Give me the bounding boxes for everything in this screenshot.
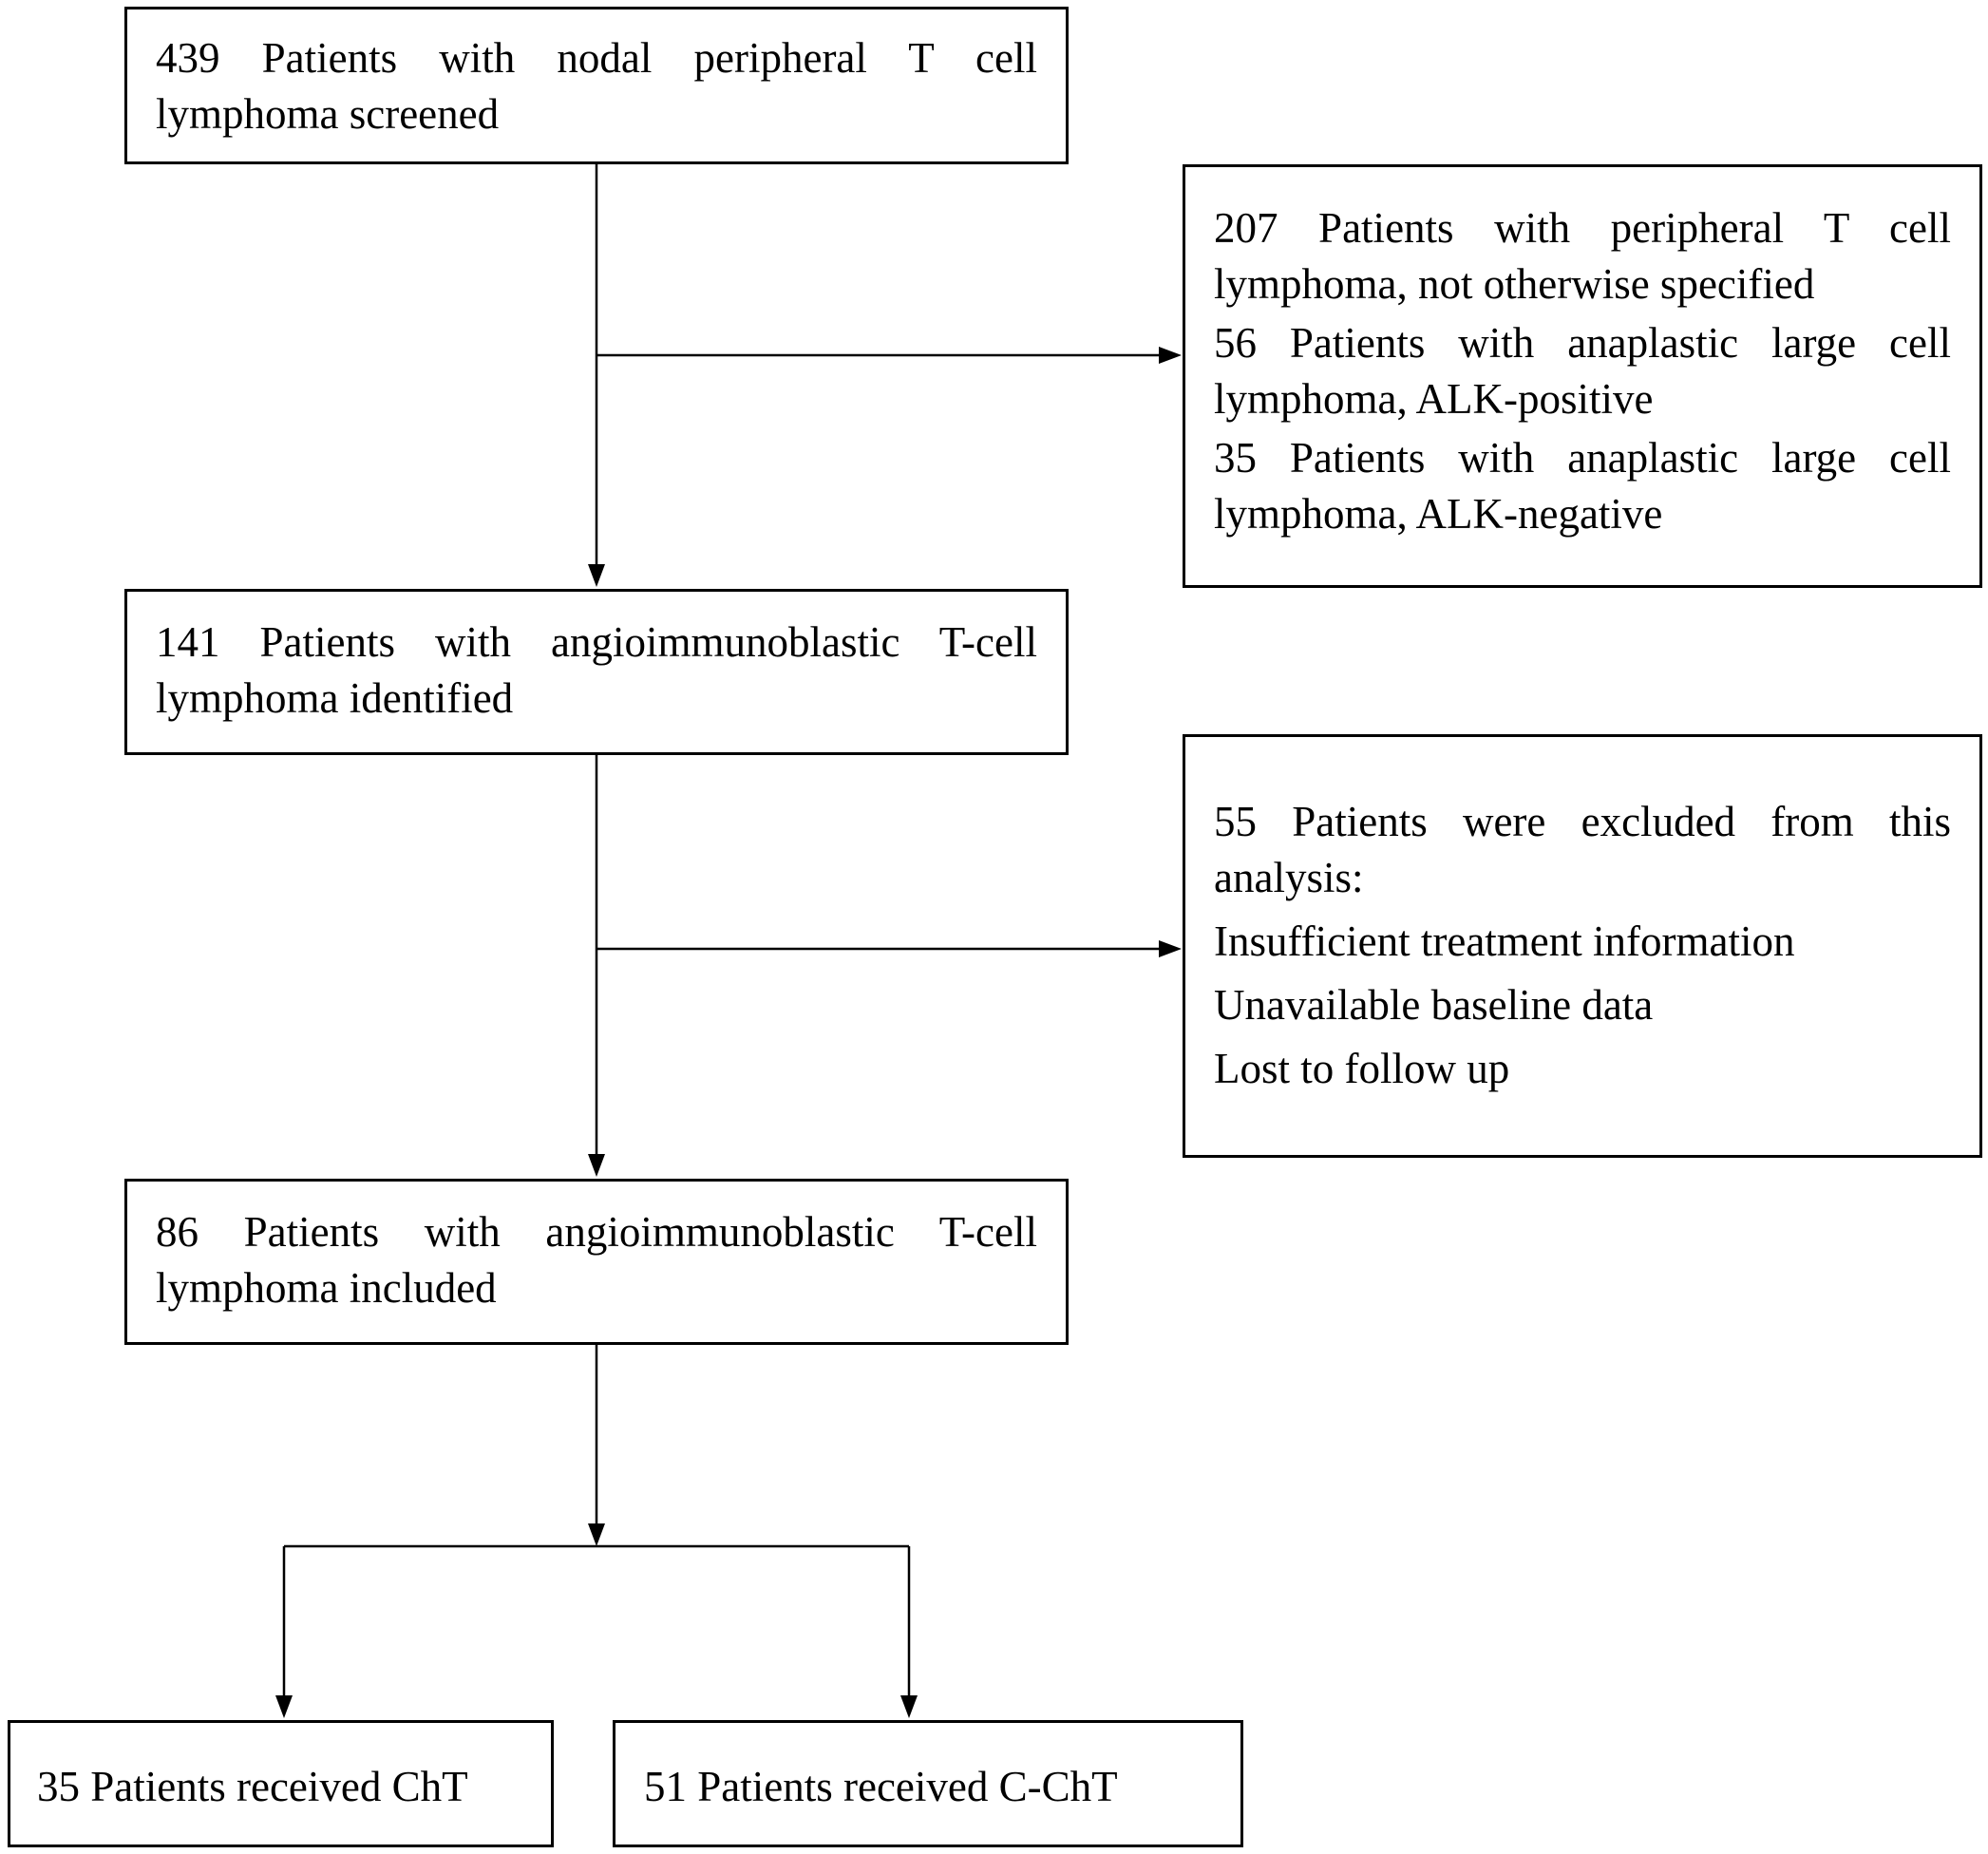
other-subtype-line: 35 Patients with anaplastic large cell l…: [1214, 434, 1951, 538]
arrowhead-down-icon: [588, 1154, 605, 1177]
arrowhead-right-icon: [1159, 347, 1182, 364]
ccht-text: 51 Patients received C-ChT: [644, 1763, 1118, 1810]
other-subtypes-box: 207 Patients with peripheral T cell lymp…: [1183, 164, 1982, 588]
aitl-included-box: 86 Patients with angioimmunoblastic T-ce…: [124, 1179, 1069, 1345]
other-subtype-line: 207 Patients with peripheral T cell lymp…: [1214, 204, 1951, 308]
cht-box: 35 Patients received ChT: [8, 1720, 554, 1847]
screened-box: 439 Patients with nodal peripheral T cel…: [124, 7, 1069, 164]
aitl-identified-text: 141 Patients with angioimmunoblastic T-c…: [156, 618, 1037, 722]
arrowhead-down-icon: [588, 564, 605, 587]
excluded-heading: 55 Patients were excluded from this anal…: [1214, 798, 1951, 901]
cht-text: 35 Patients received ChT: [37, 1763, 468, 1810]
aitl-identified-box: 141 Patients with angioimmunoblastic T-c…: [124, 589, 1069, 755]
excluded-reason: Insufficient treatment information: [1214, 918, 1795, 965]
arrowhead-down-icon: [275, 1695, 293, 1718]
excluded-reason: Unavailable baseline data: [1214, 981, 1654, 1029]
aitl-included-text: 86 Patients with angioimmunoblastic T-ce…: [156, 1208, 1037, 1312]
other-subtype-line: 56 Patients with anaplastic large cell l…: [1214, 319, 1951, 423]
arrowhead-right-icon: [1159, 940, 1182, 957]
screened-text: 439 Patients with nodal peripheral T cel…: [156, 34, 1037, 138]
excluded-box: 55 Patients were excluded from this anal…: [1183, 734, 1982, 1158]
arrowhead-down-icon: [588, 1523, 605, 1546]
arrowhead-down-icon: [900, 1695, 918, 1718]
excluded-reason: Lost to follow up: [1214, 1045, 1510, 1092]
ccht-box: 51 Patients received C-ChT: [613, 1720, 1243, 1847]
